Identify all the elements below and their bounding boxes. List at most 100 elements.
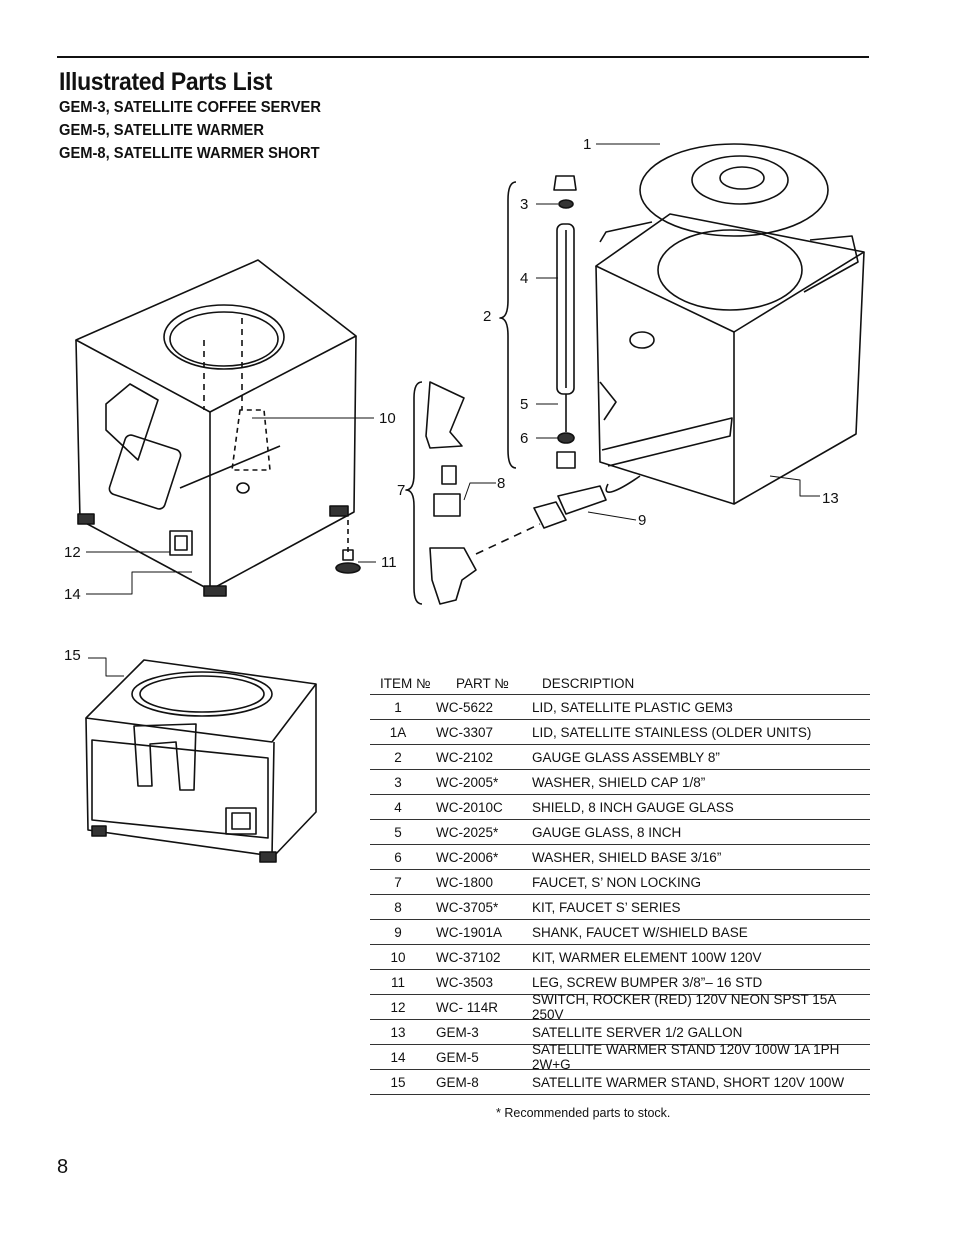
callout-3: 3 bbox=[520, 196, 529, 213]
cell-item: 9 bbox=[394, 924, 402, 940]
cell-item: 2 bbox=[394, 749, 402, 765]
subtitle-gem3: GEM-3, SATELLITE COFFEE SERVER bbox=[59, 99, 321, 116]
header-rule bbox=[57, 56, 869, 58]
cell-description: SATELLITE SERVER 1/2 GALLON bbox=[532, 1024, 743, 1040]
table-row: 1A WC-3307 LID, SATELLITE STAINLESS (OLDER… bbox=[370, 720, 870, 745]
callout-8: 8 bbox=[497, 475, 506, 492]
table-row: 1 WC-5622 LID, SATELLITE PLASTIC GEM3 bbox=[370, 695, 870, 720]
cell-item: 11 bbox=[390, 974, 405, 990]
cell-part: WC-3705* bbox=[436, 899, 499, 915]
cell-part: WC-3503 bbox=[436, 974, 494, 990]
cell-item: 1 bbox=[394, 699, 402, 715]
exploded-parts-diagram bbox=[75, 143, 865, 863]
cell-item: 1A bbox=[389, 724, 407, 740]
callout-12: 12 bbox=[64, 544, 81, 561]
cell-description: GAUGE GLASS ASSEMBLY 8” bbox=[532, 749, 720, 765]
cell-description: SHANK, FAUCET W/SHIELD BASE bbox=[532, 924, 748, 940]
callout-4: 4 bbox=[520, 270, 529, 287]
cell-item: 12 bbox=[390, 999, 406, 1015]
footnote: * Recommended parts to stock. bbox=[496, 1106, 671, 1120]
cell-part: WC-1800 bbox=[436, 874, 494, 890]
callout-1: 1 bbox=[583, 136, 592, 153]
cell-part: WC-2102 bbox=[436, 749, 494, 765]
table-row: 5 WC-2025* GAUGE GLASS, 8 INCH bbox=[370, 820, 870, 845]
callout-2: 2 bbox=[483, 308, 492, 325]
header-part: PART № bbox=[456, 675, 509, 691]
cell-part: WC-3307 bbox=[436, 724, 494, 740]
cell-item: 13 bbox=[390, 1024, 406, 1040]
bracket-item-7 bbox=[405, 381, 423, 605]
cell-description: SATELLITE WARMER STAND 120V 100W 1A 1PH … bbox=[532, 1042, 840, 1072]
table-row: 15 GEM-8 SATELLITE WARMER STAND, SHORT 120… bbox=[370, 1070, 870, 1095]
table-row: 13 GEM-3 SATELLITE SERVER 1/2 GALLON bbox=[370, 1020, 870, 1045]
table-row: 2 WC-2102 GAUGE GLASS ASSEMBLY 8” bbox=[370, 745, 870, 770]
table-row: 6 WC-2006* WASHER, SHIELD BASE 3/16” bbox=[370, 845, 870, 870]
cell-part: WC-1901A bbox=[436, 924, 503, 940]
cell-description: LID, SATELLITE STAINLESS (OLDER UNITS) bbox=[532, 724, 812, 740]
cell-part: GEM-8 bbox=[436, 1074, 479, 1090]
cell-item: 3 bbox=[394, 774, 402, 790]
table-row: 11 WC-3503 LEG, SCREW BUMPER 3/8”– 16 STD bbox=[370, 970, 870, 995]
header-item: ITEM № bbox=[380, 675, 431, 691]
cell-item: 7 bbox=[394, 874, 402, 890]
cell-description: KIT, WARMER ELEMENT 100W 120V bbox=[532, 949, 762, 965]
cell-description: FAUCET, S’ NON LOCKING bbox=[532, 874, 702, 890]
gauge-faucet-parts bbox=[425, 175, 607, 605]
table-row: 14 GEM-5 SATELLITE WARMER STAND 120V 100W … bbox=[370, 1042, 870, 1072]
cell-part: GEM-5 bbox=[436, 1049, 479, 1065]
callout-5: 5 bbox=[520, 396, 529, 413]
callout-7: 7 bbox=[397, 482, 406, 499]
table-header: ITEM № PART № DESCRIPTION bbox=[370, 672, 870, 695]
table-row: 8 WC-3705* KIT, FAUCET S’ SERIES bbox=[370, 895, 870, 920]
cell-item: 15 bbox=[390, 1074, 406, 1090]
table-row: 7 WC-1800 FAUCET, S’ NON LOCKING bbox=[370, 870, 870, 895]
cell-item: 6 bbox=[394, 849, 402, 865]
callout-13: 13 bbox=[822, 490, 839, 507]
table-row: 12 WC- 114R SWITCH, ROCKER (RED) 120V NEON… bbox=[370, 992, 870, 1022]
page-title: Illustrated Parts List bbox=[59, 68, 273, 96]
cell-item: 14 bbox=[390, 1049, 406, 1065]
subtitle-gem8: GEM-8, SATELLITE WARMER SHORT bbox=[59, 145, 320, 162]
cell-part: WC-2005* bbox=[436, 774, 499, 790]
cell-item: 5 bbox=[394, 824, 402, 840]
cell-part: GEM-3 bbox=[436, 1024, 479, 1040]
callout-14: 14 bbox=[64, 586, 81, 603]
cell-description: WASHER, SHIELD CAP 1/8” bbox=[532, 774, 706, 790]
callout-10: 10 bbox=[379, 410, 396, 427]
cell-description: GAUGE GLASS, 8 INCH bbox=[532, 824, 682, 840]
cell-description: SWITCH, ROCKER (RED) 120V NEON SPST 15A … bbox=[532, 992, 836, 1022]
cell-part: WC- 114R bbox=[436, 999, 499, 1015]
callout-11: 11 bbox=[381, 554, 397, 571]
leader-lines bbox=[86, 143, 820, 677]
cell-part: WC-2006* bbox=[436, 849, 499, 865]
table-row: 4 WC-2010C SHIELD, 8 INCH GAUGE GLASS bbox=[370, 795, 870, 820]
bracket-item-2 bbox=[499, 181, 517, 469]
cell-item: 10 bbox=[390, 949, 406, 965]
callout-9: 9 bbox=[638, 512, 647, 529]
callout-6: 6 bbox=[520, 430, 529, 447]
cell-part: WC-2010C bbox=[436, 799, 503, 815]
cell-description: LEG, SCREW BUMPER 3/8”– 16 STD bbox=[532, 974, 763, 990]
page-number: 8 bbox=[57, 1156, 69, 1178]
table-row: 9 WC-1901A SHANK, FAUCET W/SHIELD BASE bbox=[370, 920, 870, 945]
cell-part: WC-2025* bbox=[436, 824, 499, 840]
subtitle-gem5: GEM-5, SATELLITE WARMER bbox=[59, 122, 264, 139]
cell-description: SATELLITE WARMER STAND, SHORT 120V 100W bbox=[532, 1074, 845, 1090]
table-row: 10 WC-37102 KIT, WARMER ELEMENT 100W 120V bbox=[370, 945, 870, 970]
cell-description: KIT, FAUCET S’ SERIES bbox=[532, 899, 681, 915]
short-warmer-gem8-drawing bbox=[85, 659, 317, 863]
server-gem3-drawing bbox=[595, 143, 865, 505]
cell-description: SHIELD, 8 INCH GAUGE GLASS bbox=[532, 799, 734, 815]
cell-item: 8 bbox=[394, 899, 402, 915]
table-row: 3 WC-2005* WASHER, SHIELD CAP 1/8” bbox=[370, 770, 870, 795]
warmer-gem5-drawing bbox=[75, 259, 361, 597]
cell-part: WC-37102 bbox=[436, 949, 501, 965]
cell-item: 4 bbox=[394, 799, 402, 815]
callout-15: 15 bbox=[64, 647, 81, 664]
header-description: DESCRIPTION bbox=[542, 675, 635, 691]
cell-part: WC-5622 bbox=[436, 699, 494, 715]
cell-description: WASHER, SHIELD BASE 3/16” bbox=[532, 849, 722, 865]
cell-description: LID, SATELLITE PLASTIC GEM3 bbox=[532, 699, 733, 715]
table-body: 1 WC-5622 LID, SATELLITE PLASTIC GEM3 1A WC-… bbox=[370, 695, 870, 1095]
